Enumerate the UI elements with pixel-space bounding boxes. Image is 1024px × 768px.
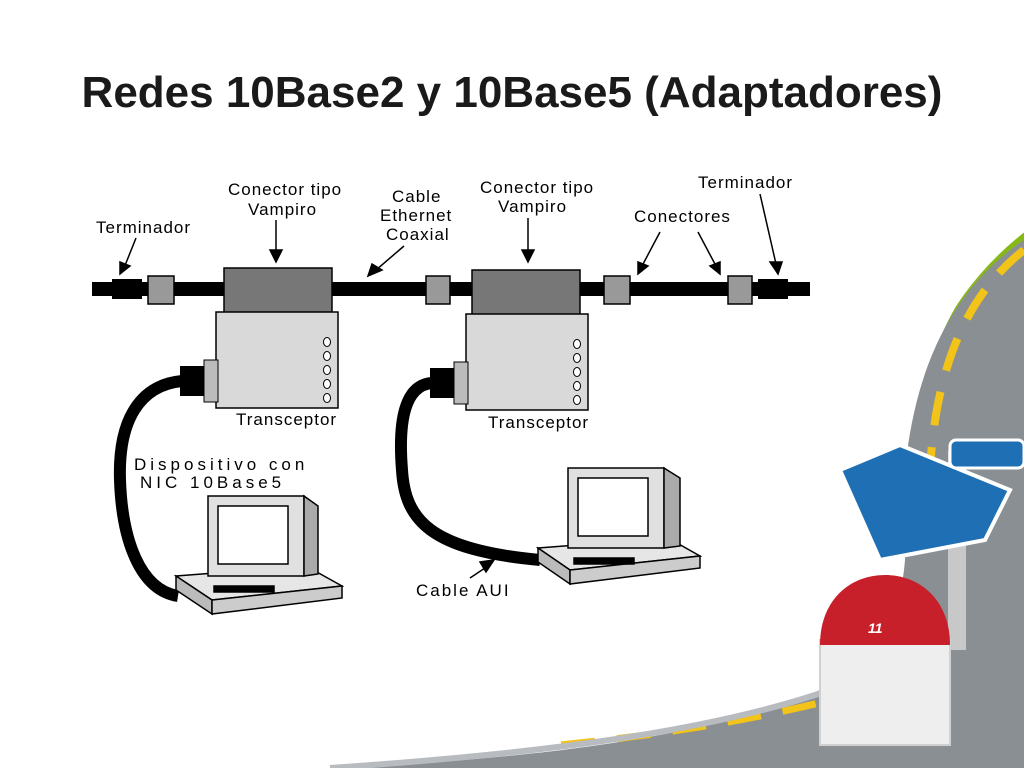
connector bbox=[147, 275, 175, 305]
aui-port-1 bbox=[203, 359, 219, 403]
aui-plug-2 bbox=[430, 368, 454, 398]
coaxial-cable bbox=[92, 282, 810, 296]
computer-1 bbox=[173, 494, 345, 616]
computer-2 bbox=[535, 466, 703, 586]
arrows bbox=[119, 193, 784, 579]
small-sign bbox=[948, 438, 1024, 470]
status-leds-1 bbox=[323, 337, 331, 403]
road-edge bbox=[893, 228, 1024, 471]
label-conector-vampiro-1-line1: Conector tipo bbox=[228, 180, 342, 199]
road-stripe bbox=[926, 246, 1024, 471]
aui-plug-1 bbox=[180, 366, 204, 396]
aui-cable-2 bbox=[394, 377, 541, 566]
aui-cable-1 bbox=[113, 375, 183, 602]
label-conector-vampiro-1-line2: Vampiro bbox=[248, 200, 317, 219]
label-cable-aui: Cable AUI bbox=[416, 581, 511, 600]
status-leds-2 bbox=[573, 339, 581, 405]
connector bbox=[603, 275, 631, 305]
milestone-top bbox=[820, 575, 950, 645]
aui-port-2 bbox=[453, 361, 469, 405]
label-transceptor-2: Transceptor bbox=[488, 413, 589, 432]
terminator-left bbox=[112, 279, 142, 299]
label-conector-vampiro-2-line1: Conector tipo bbox=[480, 178, 594, 197]
label-terminador-right: Terminador bbox=[698, 173, 793, 192]
vampire-connector-1 bbox=[223, 267, 333, 315]
transceiver-2 bbox=[465, 313, 589, 411]
transceiver-1 bbox=[215, 311, 339, 409]
page-number: 11 bbox=[868, 620, 883, 636]
connector bbox=[727, 275, 753, 305]
label-cable-line1: Cable bbox=[392, 187, 441, 206]
road-edge-lower bbox=[329, 687, 831, 768]
direction-sign bbox=[837, 442, 1013, 563]
label-terminador-left: Terminador bbox=[96, 218, 191, 237]
slide-title: Redes 10Base2 y 10Base5 (Adaptadores) bbox=[81, 68, 943, 117]
label-dispositivo-line1: Dispositivo con bbox=[134, 455, 308, 474]
label-conectores: Conectores bbox=[634, 207, 731, 226]
terminator-right bbox=[758, 279, 788, 299]
vampire-connector-2 bbox=[471, 269, 581, 317]
label-ethernet-line2: Ethernet bbox=[380, 206, 452, 225]
label-coaxial-line3: Coaxial bbox=[386, 225, 450, 244]
label-dispositivo-line2: NIC 10Base5 bbox=[140, 473, 285, 492]
label-transceptor-1: Transceptor bbox=[236, 410, 337, 429]
road-shape bbox=[330, 240, 1024, 768]
connector bbox=[425, 275, 451, 305]
label-conector-vampiro-2-line2: Vampiro bbox=[498, 197, 567, 216]
